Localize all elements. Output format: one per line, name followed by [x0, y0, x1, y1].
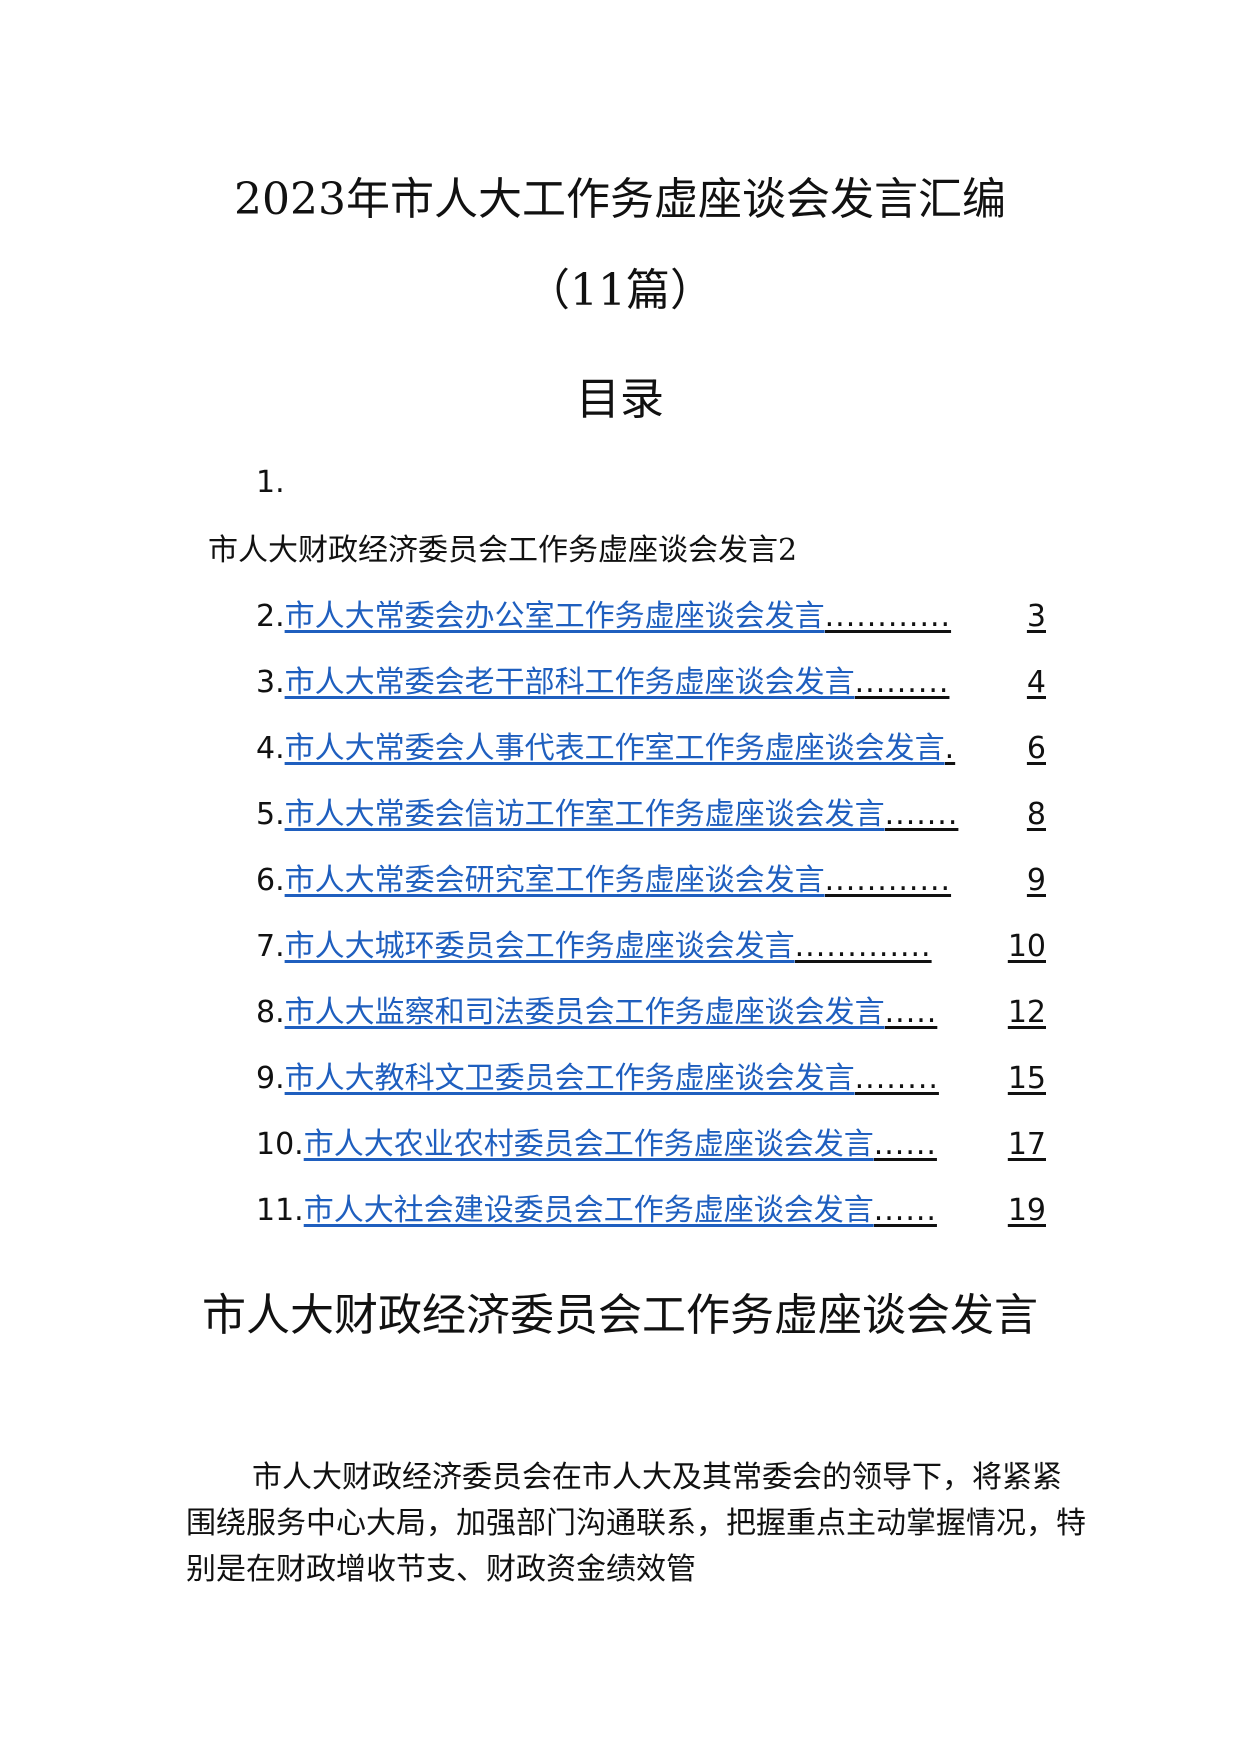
toc-item-leader: ......	[873, 1127, 937, 1162]
toc-item-link[interactable]: 市人大常委会信访工作室工作务虚座谈会发言	[284, 797, 885, 832]
toc-item-number: 6.	[256, 863, 285, 898]
toc-item-leader: ............	[824, 599, 952, 634]
toc-item[interactable]: 5.市人大常委会信访工作室工作务虚座谈会发言....... 8	[256, 795, 1046, 861]
body-paragraph: 市人大财政经济委员会在市人大及其常委会的领导下，将紧紧围绕服务中心大局，加强部门…	[186, 1460, 1086, 1587]
toc-item-leader: ............	[824, 863, 952, 898]
toc-item-page: 3	[1026, 599, 1046, 634]
toc-item-page: 4	[1026, 665, 1046, 700]
toc-item-number: 5.	[256, 797, 285, 832]
toc-item-page: 15	[1007, 1061, 1046, 1096]
toc-item-link[interactable]: 市人大常委会研究室工作务虚座谈会发言	[284, 863, 825, 898]
toc-item-number: 3.	[256, 665, 285, 700]
toc-item[interactable]: 8.市人大监察和司法委员会工作务虚座谈会发言..... 12	[256, 993, 1046, 1059]
toc-item-link[interactable]: 市人大社会建设委员会工作务虚座谈会发言	[303, 1193, 874, 1228]
title-count-open: （	[526, 265, 570, 316]
toc-item-number: 2.	[256, 599, 285, 634]
toc-item[interactable]: 7.市人大城环委员会工作务虚座谈会发言............. 10	[256, 927, 1046, 993]
toc-item-1[interactable]: 市人大财政经济委员会工作务虚座谈会发言2	[208, 531, 797, 571]
toc-item[interactable]: 11.市人大社会建设委员会工作务虚座谈会发言...... 19	[256, 1191, 1046, 1257]
toc-heading: 目录	[576, 374, 664, 425]
toc-item-leader: ......	[873, 1193, 937, 1228]
toc-item-leader: .	[944, 731, 956, 766]
document-title-line-2: （11篇）	[0, 263, 1240, 319]
toc-item-leader: ........	[854, 1061, 939, 1096]
toc-item[interactable]: 10.市人大农业农村委员会工作务虚座谈会发言...... 17	[256, 1125, 1046, 1191]
toc-item-page: 10	[1007, 929, 1046, 964]
title-count-number: 11	[570, 265, 626, 316]
title-year: 2023	[234, 174, 346, 225]
toc-item-leader: .....	[884, 995, 938, 1030]
title-count-text: 篇）	[626, 265, 714, 316]
toc-item[interactable]: 4.市人大常委会人事代表工作室工作务虚座谈会发言. 6	[256, 729, 1046, 795]
toc-item-page: 8	[1026, 797, 1046, 832]
section-title: 市人大财政经济委员会工作务虚座谈会发言	[202, 1290, 1038, 1341]
toc-item-link[interactable]: 市人大教科文卫委员会工作务虚座谈会发言	[284, 1061, 855, 1096]
toc-item-number: 10.	[256, 1127, 304, 1162]
toc-item-link[interactable]: 市人大农业农村委员会工作务虚座谈会发言	[303, 1127, 874, 1162]
toc-item-number: 8.	[256, 995, 285, 1030]
toc-item-page: 6	[1026, 731, 1046, 766]
toc-item[interactable]: 9.市人大教科文卫委员会工作务虚座谈会发言........ 15	[256, 1059, 1046, 1125]
toc-item-leader: .............	[794, 929, 932, 964]
toc-item[interactable]: 6.市人大常委会研究室工作务虚座谈会发言............ 9	[256, 861, 1046, 927]
toc-item-link[interactable]: 市人大监察和司法委员会工作务虚座谈会发言	[284, 995, 885, 1030]
toc-item-number: 11.	[256, 1193, 304, 1228]
toc-item-page: 9	[1026, 863, 1046, 898]
toc-item-link[interactable]: 市人大城环委员会工作务虚座谈会发言	[284, 929, 795, 964]
toc-item-number: 4.	[256, 731, 285, 766]
title-text: 年市人大工作务虚座谈会发言汇编	[345, 174, 1006, 225]
toc-item-page: 12	[1007, 995, 1046, 1030]
toc-item-link[interactable]: 市人大常委会老干部科工作务虚座谈会发言	[284, 665, 855, 700]
toc-item-link[interactable]: 市人大常委会人事代表工作室工作务虚座谈会发言	[284, 731, 945, 766]
toc-item-number: 7.	[256, 929, 285, 964]
document-title-line-1: 2023年市人大工作务虚座谈会发言汇编	[0, 172, 1240, 228]
toc-item-page: 19	[1007, 1193, 1046, 1228]
toc-item[interactable]: 2.市人大常委会办公室工作务虚座谈会发言............ 3	[256, 597, 1046, 663]
toc-item-page: 17	[1007, 1127, 1046, 1162]
toc-item-leader: .......	[884, 797, 959, 832]
toc-item-1-title[interactable]: 市人大财政经济委员会工作务虚座谈会发言	[208, 533, 778, 568]
toc-item-1-page: 2	[778, 533, 798, 568]
toc-item-number: 9.	[256, 1061, 285, 1096]
toc-item[interactable]: 3.市人大常委会老干部科工作务虚座谈会发言......... 4	[256, 663, 1046, 729]
toc-item-leader: .........	[854, 665, 950, 700]
toc-item-link[interactable]: 市人大常委会办公室工作务虚座谈会发言	[284, 599, 825, 634]
toc-item-1-number: 1.	[256, 465, 285, 500]
